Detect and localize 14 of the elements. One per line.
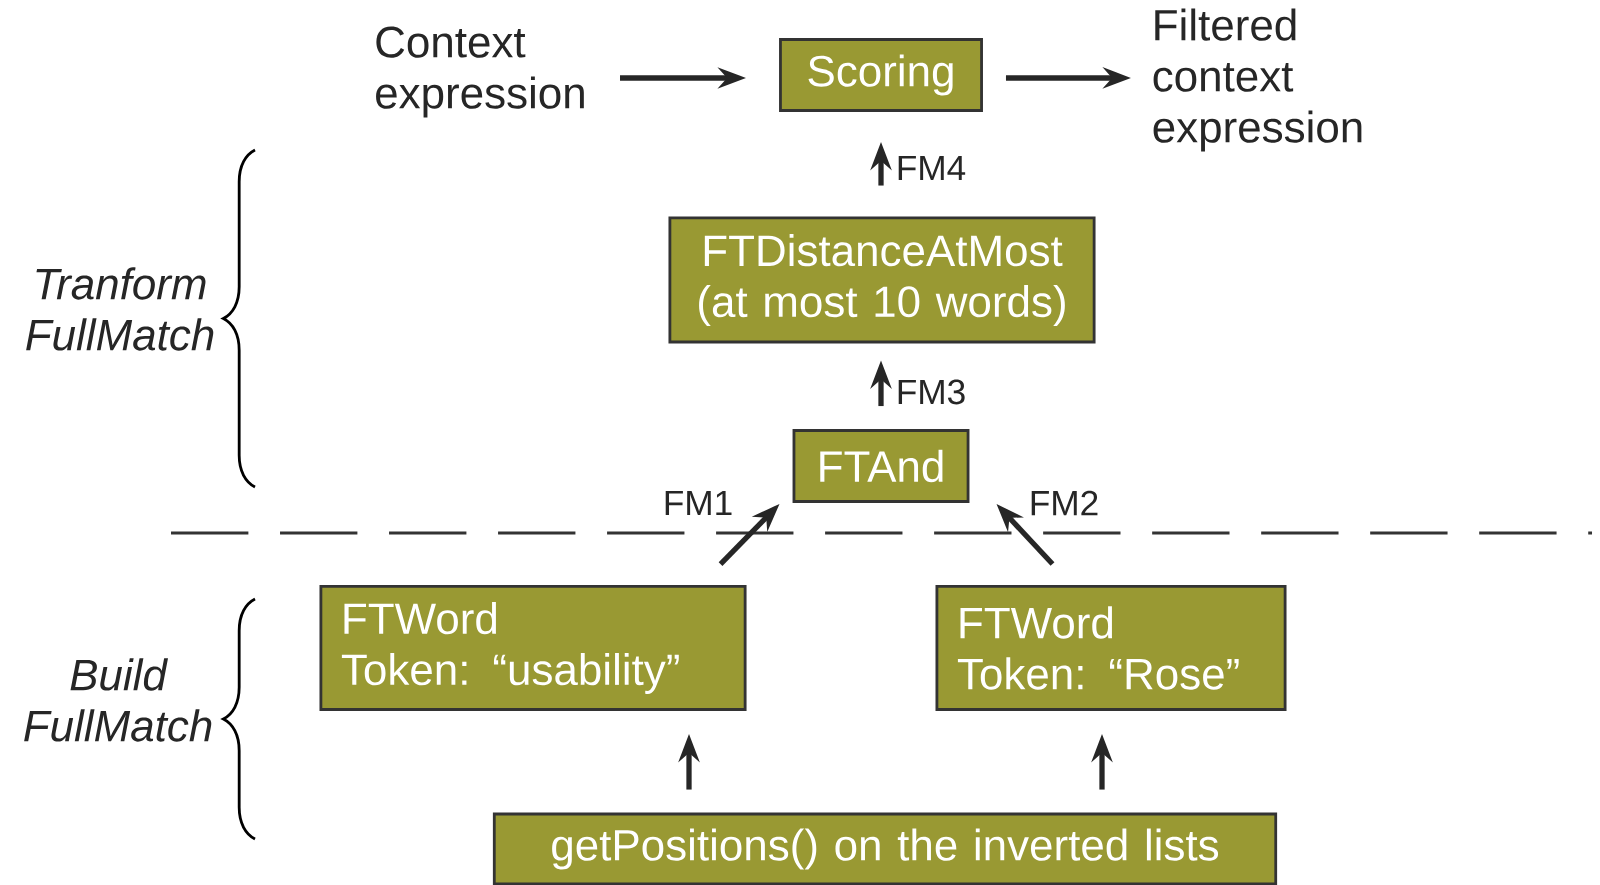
- process-box: FTDistanceAtMost (at most 10 words): [668, 216, 1096, 344]
- process-box: FTAnd: [792, 429, 970, 503]
- section-label: Tranform FullMatch: [26, 267, 214, 351]
- process-box: FTWord Token: “usability”: [319, 585, 747, 711]
- process-box: FTWord Token: “Rose”: [935, 585, 1287, 711]
- edge-label: FM2: [1025, 487, 1103, 519]
- section-label: Build FullMatch: [24, 658, 212, 742]
- process-box: Scoring: [779, 38, 983, 112]
- edge-label: FM4: [892, 152, 970, 184]
- edge-label: FM3: [892, 376, 970, 408]
- edge-label: FM1: [659, 487, 737, 519]
- text-label: Filtered context expression: [1153, 8, 1362, 152]
- process-box: getPositions() on the inverted lists: [492, 812, 1278, 885]
- text-label: Context expression: [376, 26, 584, 118]
